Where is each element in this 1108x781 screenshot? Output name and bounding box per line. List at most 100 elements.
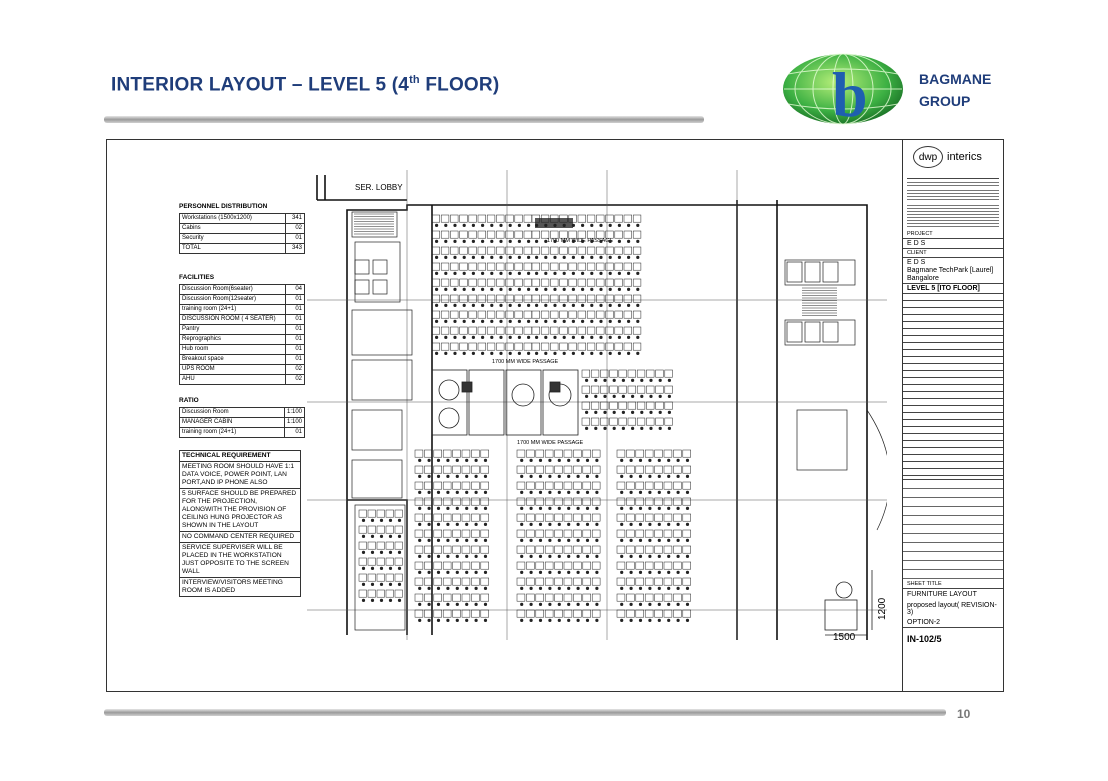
workstation-chair bbox=[667, 458, 671, 462]
workstation-chair bbox=[529, 602, 533, 606]
workstation-desk bbox=[516, 449, 526, 458]
workstation-chair bbox=[453, 319, 457, 323]
workstation-chair bbox=[676, 474, 680, 478]
workstation-desk bbox=[635, 449, 644, 458]
workstation-chair bbox=[490, 335, 494, 339]
workstation-chair bbox=[427, 570, 431, 574]
workstation-desk bbox=[431, 246, 440, 255]
workstation-desk bbox=[586, 214, 596, 223]
workstation-desk bbox=[663, 513, 673, 522]
workstation-chair bbox=[538, 570, 543, 574]
workstation-desk bbox=[596, 342, 605, 351]
workstation-desk bbox=[573, 481, 582, 490]
workstation-desk bbox=[626, 465, 635, 474]
workstation-chair bbox=[620, 618, 624, 622]
workstation-chair bbox=[557, 554, 561, 558]
workstation-chair bbox=[595, 618, 599, 622]
workstation-chair bbox=[657, 570, 661, 574]
workstation-desk bbox=[431, 294, 440, 303]
workstation-desk bbox=[626, 449, 635, 458]
workstation-chair bbox=[462, 351, 466, 355]
workstation-chair bbox=[576, 490, 580, 494]
workstation-chair bbox=[529, 586, 533, 590]
dimension-marker bbox=[824, 570, 873, 636]
workstation-desk bbox=[523, 326, 532, 335]
workstation-desk bbox=[682, 593, 691, 602]
workstation-desk bbox=[573, 577, 582, 586]
workstation-desk bbox=[531, 230, 540, 239]
workstation-desk bbox=[663, 465, 673, 474]
workstation-chair bbox=[648, 538, 652, 542]
workstation-desk bbox=[636, 385, 646, 394]
workstation-chair bbox=[685, 458, 690, 462]
workstation-desk bbox=[582, 481, 591, 490]
workstation-chair bbox=[620, 490, 624, 494]
workstation-desk bbox=[367, 525, 376, 534]
workstation-chair bbox=[462, 319, 466, 323]
workstation-chair bbox=[465, 490, 469, 494]
workstation-desk bbox=[554, 465, 563, 474]
workstation-desk bbox=[496, 262, 505, 271]
workstation-chair bbox=[517, 351, 521, 355]
workstation-desk bbox=[459, 230, 468, 239]
workstation-chair bbox=[617, 271, 621, 275]
workstation-desk bbox=[514, 294, 523, 303]
workstation-chair bbox=[603, 378, 607, 382]
workstation-desk bbox=[632, 230, 642, 239]
workstation-chair bbox=[627, 255, 631, 259]
workstation-desk bbox=[655, 369, 664, 378]
workstation-desk bbox=[431, 278, 440, 287]
workstation-desk bbox=[623, 342, 632, 351]
workstation-chair bbox=[427, 538, 431, 542]
workstation-desk bbox=[452, 593, 461, 602]
workstation-desk bbox=[414, 577, 424, 586]
workstation-chair bbox=[490, 223, 494, 227]
row-value: 01 bbox=[285, 334, 305, 345]
workstation-chair bbox=[629, 586, 633, 590]
workstation-desk bbox=[644, 529, 654, 538]
workstation-chair bbox=[585, 554, 590, 558]
workstation-desk bbox=[540, 342, 550, 351]
workstation-chair bbox=[590, 335, 594, 339]
workstation-chair bbox=[667, 618, 671, 622]
workstation-desk bbox=[433, 481, 442, 490]
workstation-desk bbox=[577, 294, 586, 303]
workstation-desk bbox=[514, 262, 523, 271]
workstation-desk bbox=[367, 557, 376, 566]
tech-item: 5 SURFACE SHOULD BE PREPARED FOR THE PRO… bbox=[180, 489, 300, 532]
workstation-desk bbox=[635, 561, 644, 570]
workstation-desk bbox=[644, 513, 654, 522]
workstation-chair bbox=[361, 598, 366, 602]
workstation-desk bbox=[486, 246, 496, 255]
workstation-desk bbox=[480, 561, 489, 570]
workstation-chair bbox=[648, 618, 652, 622]
workstation-desk bbox=[461, 529, 471, 538]
workstation-desk bbox=[591, 481, 601, 490]
workstation-desk bbox=[626, 529, 635, 538]
workstation-desk bbox=[554, 449, 563, 458]
workstation-desk bbox=[581, 417, 590, 426]
workstation-chair bbox=[397, 534, 402, 538]
workstation-chair bbox=[446, 554, 450, 558]
workstation-desk bbox=[496, 342, 505, 351]
workstation-desk bbox=[358, 573, 367, 582]
workstation-desk bbox=[486, 326, 496, 335]
workstation-chair bbox=[446, 538, 450, 542]
workstation-chair bbox=[620, 474, 624, 478]
workstation-desk bbox=[591, 529, 601, 538]
workstation-chair bbox=[379, 534, 384, 538]
workstation-desk bbox=[614, 230, 623, 239]
workstation-desk bbox=[582, 609, 591, 618]
workstation-chair bbox=[490, 255, 494, 259]
logo-letter: b bbox=[832, 59, 868, 126]
workstation-desk bbox=[523, 230, 532, 239]
workstation-desk bbox=[535, 465, 544, 474]
workstation-chair bbox=[667, 602, 671, 606]
workstation-desk bbox=[544, 465, 554, 474]
workstation-chair bbox=[590, 287, 594, 291]
workstation-chair bbox=[576, 458, 580, 462]
workstation-desk bbox=[442, 497, 452, 506]
workstation-chair bbox=[553, 319, 557, 323]
